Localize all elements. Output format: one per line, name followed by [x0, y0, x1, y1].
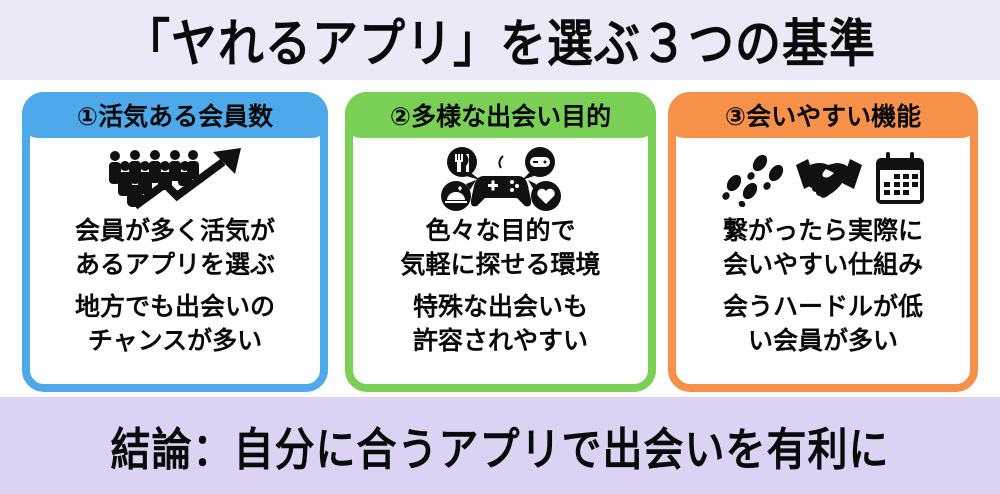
card-frame — [345, 92, 656, 392]
text-line: い会員が多い — [747, 326, 898, 355]
conclusion-text: 結論：自分に合うアプリで出会いを有利に — [110, 424, 890, 476]
text-line: チャンスが多い — [87, 326, 263, 355]
conclusion-band: 結論：自分に合うアプリで出会いを有利に — [0, 397, 1000, 494]
purposes-icon-cluster — [436, 146, 566, 212]
card-body: 色々な目的で 気軽に探せる環境 特殊な出会いも 許容されやすい — [355, 214, 646, 358]
card-icons — [345, 146, 656, 212]
criterion-card-active-members: ①活気ある会員数 — [22, 92, 328, 392]
text-line: 繋がったら実際に — [722, 216, 923, 245]
card-icons — [22, 146, 328, 212]
card-paragraph: 繋がったら実際に 会いやすい仕組み — [678, 214, 968, 282]
card-paragraph: 地方でも出会いの チャンスが多い — [32, 290, 318, 358]
text-line: 会うハードルが低 — [722, 292, 923, 321]
text-line: 気軽に探せる環境 — [400, 250, 601, 279]
card-header: ①活気ある会員数 — [22, 92, 328, 138]
dining-bubble-icon — [446, 147, 480, 180]
page-title: 「ヤれるアプリ」を選ぶ３つの基準 — [124, 13, 876, 74]
footprints-icon — [720, 151, 784, 207]
card-heading: ②多様な出会い目的 — [389, 102, 612, 131]
text-line: 会いやすい仕組み — [722, 250, 923, 279]
card-paragraph: 会うハードルが低 い会員が多い — [678, 290, 968, 358]
text-line: 地方でも出会いの — [74, 292, 275, 321]
food-dome-bubble-icon — [440, 180, 476, 211]
card-paragraph: 会員が多く活気が あるアプリを選ぶ — [32, 214, 318, 282]
card-header: ③会いやすい機能 — [668, 92, 978, 138]
card-icons — [668, 146, 978, 212]
title-band: 「ヤれるアプリ」を選ぶ３つの基準 — [0, 0, 1000, 80]
card-paragraph: 特殊な出会いも 許容されやすい — [355, 290, 646, 358]
card-header: ②多様な出会い目的 — [345, 92, 656, 138]
text-line: 色々な目的で — [425, 216, 576, 245]
calendar-icon — [874, 152, 926, 206]
gamepad-bubble-icon — [521, 147, 555, 180]
criterion-card-easy-meetup: ③会いやすい機能 — [668, 92, 978, 392]
criterion-card-diverse-purposes: ②多様な出会い目的 — [345, 92, 656, 392]
text-line: 許容されやすい — [412, 326, 588, 355]
text-line: 特殊な出会いも — [412, 292, 588, 321]
text-line: あるアプリを選ぶ — [74, 250, 275, 279]
card-heading: ①活気ある会員数 — [76, 102, 274, 131]
criteria-section: ①活気ある会員数 — [0, 80, 1000, 397]
card-paragraph: 色々な目的で 気軽に探せる環境 — [355, 214, 646, 282]
crowd-growth-icon — [105, 148, 245, 210]
card-body: 繋がったら実際に 会いやすい仕組み 会うハードルが低 い会員が多い — [678, 214, 968, 358]
card-body: 会員が多く活気が あるアプリを選ぶ 地方でも出会いの チャンスが多い — [32, 214, 318, 358]
text-line: 会員が多く活気が — [74, 216, 275, 245]
gamepad-icon — [470, 155, 531, 207]
handshake-icon — [796, 155, 862, 203]
card-heading: ③会いやすい機能 — [724, 102, 922, 131]
heart-bubble-icon — [527, 180, 561, 211]
